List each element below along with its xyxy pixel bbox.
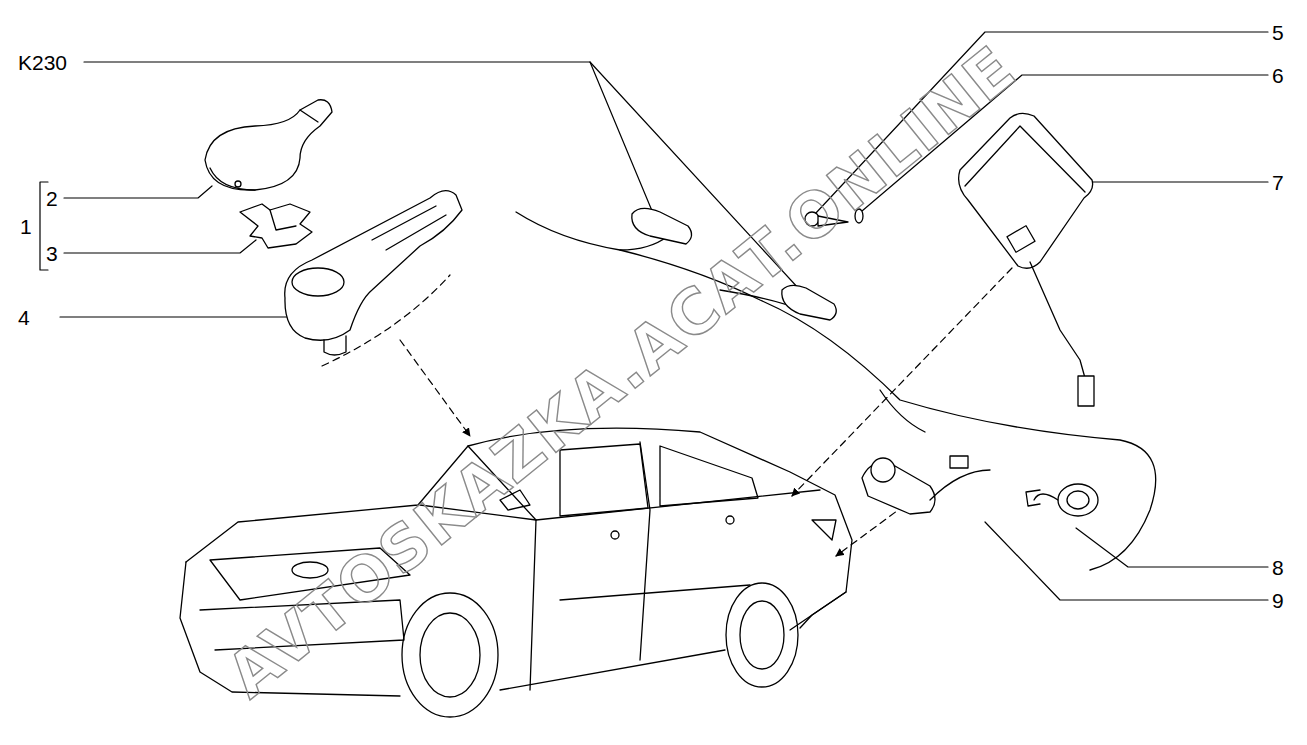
sensor-harness — [516, 208, 1156, 570]
callout-number: 2 — [46, 188, 58, 209]
placement-lines — [322, 268, 1012, 556]
screw-washer — [805, 209, 863, 226]
sensor-cover — [205, 100, 332, 190]
callout-number: 7 — [1272, 172, 1284, 193]
watermark: AVTOSKAZKA.ACAT.ONLINE — [217, 36, 1027, 708]
callout-number: 6 — [1272, 65, 1284, 86]
callout-number: 1 — [20, 216, 32, 237]
control-module — [959, 113, 1094, 406]
grommet — [1026, 484, 1098, 516]
bracket — [240, 204, 312, 248]
callout-number: 3 — [46, 243, 58, 264]
sensor-base — [285, 191, 462, 355]
callout-number: K230 — [18, 52, 67, 73]
callout-number: 5 — [1272, 22, 1284, 43]
car-outline — [180, 428, 852, 717]
callout-number: 9 — [1272, 590, 1284, 611]
callout-number: 8 — [1272, 557, 1284, 578]
switch — [862, 456, 990, 514]
callout-number: 4 — [18, 307, 30, 328]
leader-lines — [40, 32, 1268, 600]
